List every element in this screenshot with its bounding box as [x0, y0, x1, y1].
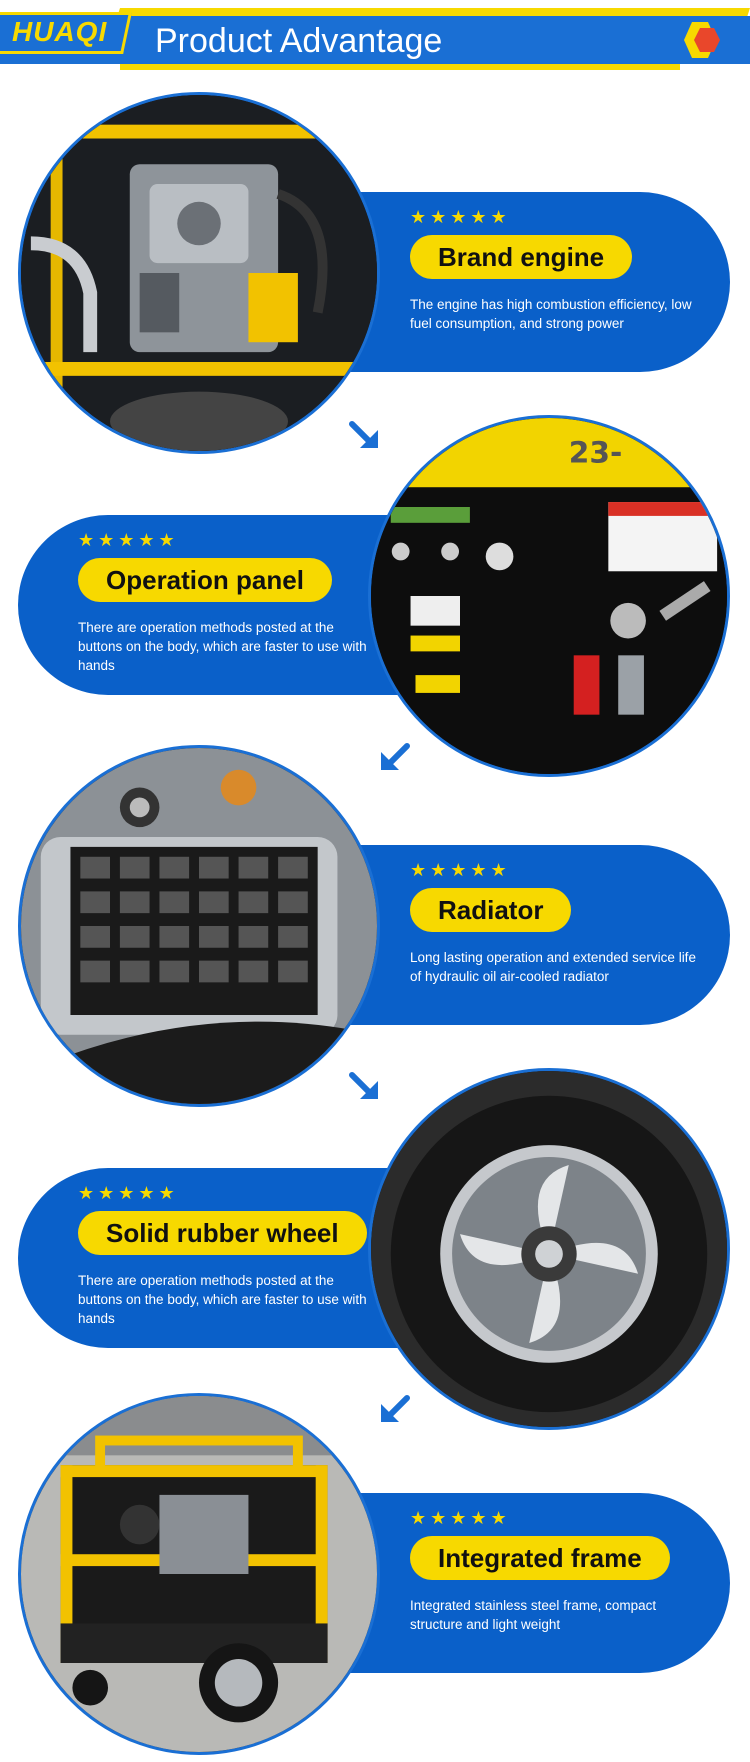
- svg-text:23-: 23-: [569, 435, 623, 470]
- page-header: HUAQI Product Advantage: [0, 0, 750, 70]
- arrow-down-left-icon: [381, 743, 410, 770]
- feature-operation-panel: 23- ★★★★★ Operation panel There are oper…: [0, 415, 750, 777]
- feature-content: ★★★★★ Brand engine The engine has high c…: [410, 207, 740, 333]
- feature-panel: [350, 845, 730, 1025]
- header-yellow-stripe: [117, 8, 750, 16]
- brand-logo-icon: [684, 22, 720, 58]
- feature-panel: [350, 1493, 730, 1673]
- feature-integrated-frame: ★★★★★ Integrated frame Integrated stainl…: [0, 1393, 750, 1755]
- feature-content: ★★★★★ Operation panel There are operatio…: [78, 530, 408, 675]
- feature-title: Brand engine: [410, 235, 633, 279]
- feature-title: Operation panel: [78, 558, 332, 602]
- control-panel-photo-icon: 23-: [368, 415, 730, 777]
- feature-title: Solid rubber wheel: [78, 1211, 367, 1255]
- feature-description: Integrated stainless steel frame, compac…: [410, 1598, 657, 1632]
- rating-stars: ★★★★★: [78, 530, 179, 550]
- arrow-down-right-icon: [349, 1072, 378, 1099]
- arrow-down-right-icon: [349, 421, 378, 448]
- rating-stars: ★★★★★: [78, 1183, 179, 1203]
- arrow-down-left-icon: [381, 1395, 410, 1422]
- header-yellow-underline: [120, 64, 680, 70]
- feature-content: ★★★★★ Integrated frame Integrated stainl…: [410, 1508, 740, 1634]
- page-title: Product Advantage: [155, 22, 443, 60]
- rating-stars: ★★★★★: [410, 1508, 511, 1528]
- frame-photo-icon: [18, 1393, 380, 1755]
- feature-title: Radiator: [410, 888, 572, 932]
- feature-radiator: ★★★★★ Radiator Long lasting operation an…: [0, 745, 750, 1107]
- rating-stars: ★★★★★: [410, 860, 511, 880]
- rating-stars: ★★★★★: [410, 207, 511, 227]
- feature-panel: [18, 1168, 398, 1348]
- feature-panel: [18, 515, 398, 695]
- feature-brand-engine: ★★★★★ Brand engine The engine has high c…: [0, 92, 750, 454]
- wheel-photo-icon: [368, 1068, 730, 1430]
- feature-title: Integrated frame: [410, 1536, 670, 1580]
- feature-description: The engine has high combustion efficienc…: [410, 297, 692, 331]
- feature-description: There are operation methods posted at th…: [78, 620, 367, 673]
- feature-description: There are operation methods posted at th…: [78, 1273, 367, 1326]
- feature-content: ★★★★★ Solid rubber wheel There are opera…: [78, 1183, 408, 1328]
- feature-panel: [350, 192, 730, 372]
- brand-name: HUAQI: [12, 16, 108, 47]
- feature-description: Long lasting operation and extended serv…: [410, 950, 696, 984]
- feature-content: ★★★★★ Radiator Long lasting operation an…: [410, 860, 740, 986]
- feature-solid-rubber-wheel: ★★★★★ Solid rubber wheel There are opera…: [0, 1068, 750, 1430]
- radiator-photo-icon: [18, 745, 380, 1107]
- engine-photo-icon: [18, 92, 380, 454]
